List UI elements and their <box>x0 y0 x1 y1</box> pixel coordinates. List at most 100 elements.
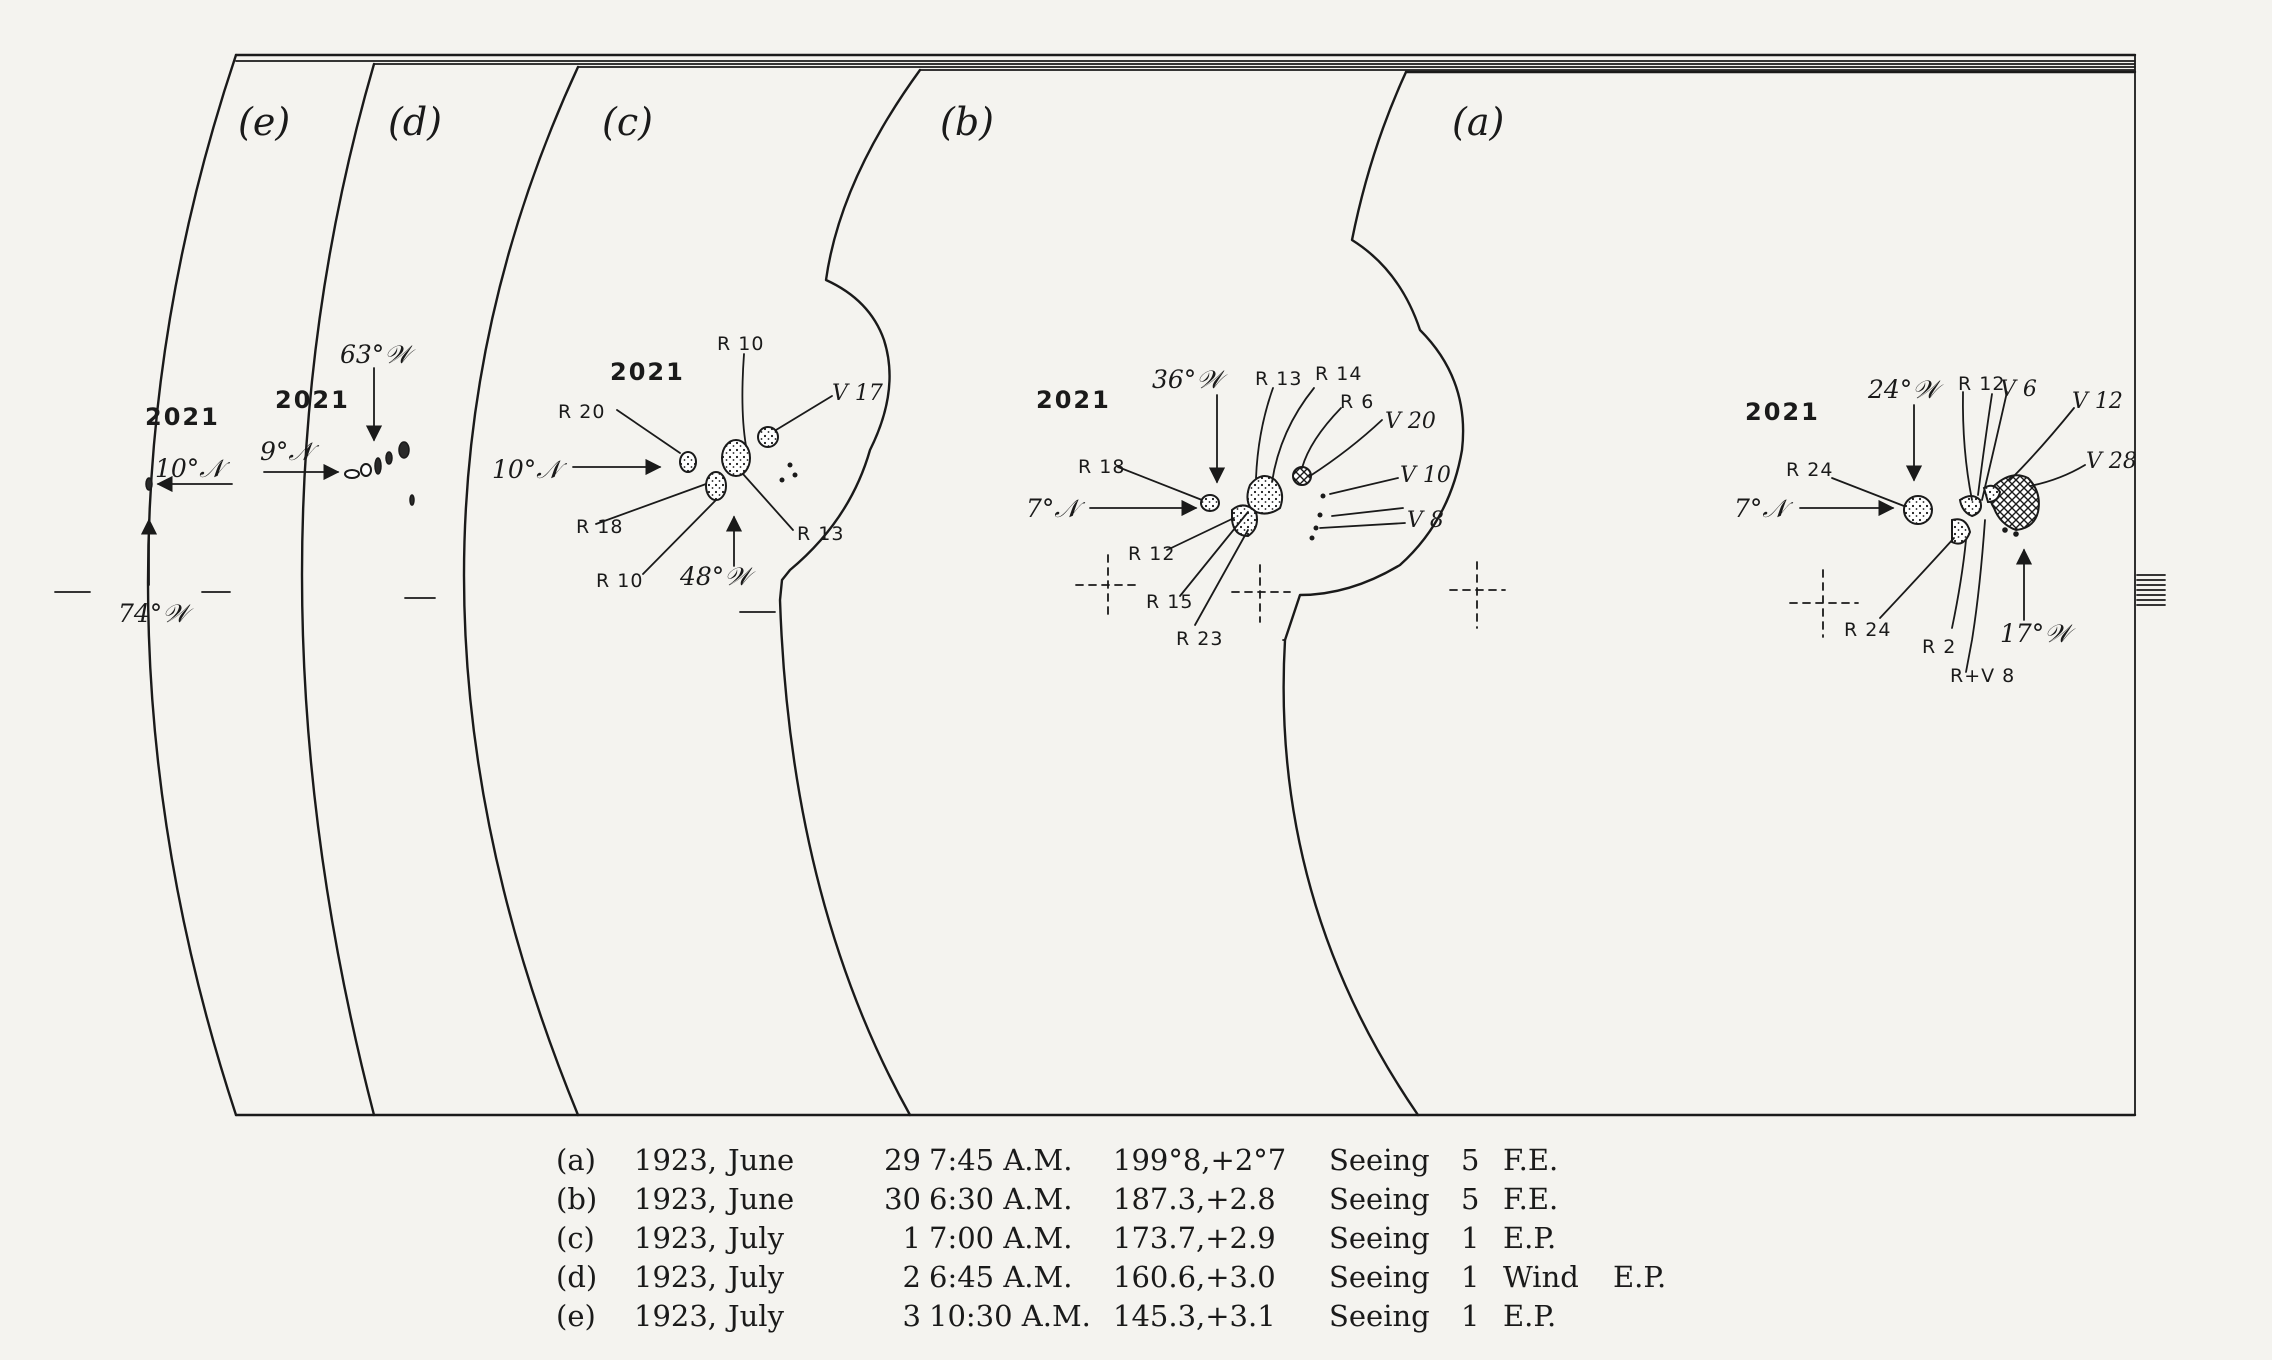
caption-month: June <box>728 1142 795 1177</box>
limb-a <box>1282 70 1465 1117</box>
caption-seeing: Seeing <box>1329 1298 1430 1333</box>
caption-id: (b) <box>556 1181 598 1216</box>
panel-label-d: (d) <box>388 100 442 144</box>
lat-label: 7°𝒩 <box>1734 494 1793 523</box>
caption-time: 7:45 A.M. <box>929 1142 1073 1177</box>
caption-id: (c) <box>556 1220 595 1255</box>
lon-label: 63°𝒲 <box>340 340 416 369</box>
caption-day: 30 <box>884 1181 921 1216</box>
caption-position: 160.6,+3.0 <box>1113 1259 1276 1294</box>
caption-position: 145.3,+3.1 <box>1113 1298 1276 1333</box>
caption-seeing-value: 1 <box>1461 1298 1480 1333</box>
caption-seeing-value: 1 <box>1461 1220 1480 1255</box>
group-number: 2021 <box>1745 398 1820 426</box>
caption-id: (e) <box>556 1298 596 1333</box>
caption-time: 6:45 A.M. <box>929 1259 1073 1294</box>
lon-label: 74°𝒲 <box>118 599 194 628</box>
caption-seeing: Seeing <box>1329 1181 1430 1216</box>
caption-row-b: (b) 1923, June 30 6:30 A.M. 187.3,+2.8 S… <box>556 1179 1666 1218</box>
caption-row-e: (e) 1923, July 3 10:30 A.M. 145.3,+3.1 S… <box>556 1296 1666 1335</box>
spot-label: R 24 <box>1786 459 1833 481</box>
panel-c-group: 2021 10°𝒩 48°𝒲 R 20 R 10 V 17 R 18 R 10 … <box>492 333 883 592</box>
caption-seeing-value: 5 <box>1461 1181 1480 1216</box>
panel-d-group: 2021 63°𝒲 9°𝒩 <box>260 340 416 506</box>
spot-label: V 6 <box>2000 377 2037 402</box>
lon-label: 36°𝒲 <box>1152 365 1228 394</box>
group-number: 2021 <box>145 403 220 431</box>
spot-label: R 10 <box>717 333 764 355</box>
panel-label-b: (b) <box>940 100 994 144</box>
panel-b-group: 2021 36°𝒲 7°𝒩 R 18 R 13 R 14 R 6 V 20 V … <box>1026 363 1506 650</box>
spot-label: R 24 <box>1844 619 1891 641</box>
spot-label: R 20 <box>558 401 605 423</box>
spot-label: V 12 <box>2072 389 2123 414</box>
spot-label: R 13 <box>797 523 844 545</box>
spot-label: R 2 <box>1922 636 1956 658</box>
caption-seeing-value: 1 <box>1461 1259 1480 1294</box>
lat-label: 10°𝒩 <box>155 454 230 483</box>
caption-wind: Wind <box>1503 1259 1579 1294</box>
caption-year: 1923, <box>634 1142 718 1177</box>
caption-year: 1923, <box>634 1298 718 1333</box>
caption-day: 3 <box>902 1298 921 1333</box>
caption-observer: E.P. <box>1503 1220 1557 1255</box>
limb-b <box>778 68 922 1117</box>
lon-label: 48°𝒲 <box>679 562 756 591</box>
limb-d <box>300 62 376 1117</box>
group-number: 2021 <box>610 358 685 386</box>
spot-label: V 17 <box>832 381 883 406</box>
caption-month: July <box>728 1298 784 1333</box>
caption-year: 1923, <box>634 1181 718 1216</box>
panel-e-group: 2021 10°𝒩 74°𝒲 <box>118 403 233 628</box>
panel-label-c: (c) <box>602 100 653 144</box>
spot-label: R 23 <box>1176 628 1223 650</box>
spot-label: R 14 <box>1315 363 1362 385</box>
caption-day: 2 <box>902 1259 921 1294</box>
caption-position: 199°8,+2°7 <box>1113 1142 1287 1177</box>
spot-label: R 15 <box>1146 591 1193 613</box>
caption-seeing: Seeing <box>1329 1142 1430 1177</box>
lat-label: 7°𝒩 <box>1026 494 1085 523</box>
caption-observer: E.P. <box>1503 1298 1557 1333</box>
caption-month: July <box>728 1259 784 1294</box>
caption-seeing-value: 5 <box>1461 1142 1480 1177</box>
spot-label: V 8 <box>1407 508 1444 533</box>
caption-row-d: (d) 1923, July 2 6:45 A.M. 160.6,+3.0 Se… <box>556 1257 1666 1296</box>
caption-observer: E.P. <box>1613 1259 1667 1294</box>
spot-label: R 10 <box>596 570 643 592</box>
caption-time: 6:30 A.M. <box>929 1181 1073 1216</box>
caption-year: 1923, <box>634 1220 718 1255</box>
caption-month: June <box>728 1181 795 1216</box>
group-number: 2021 <box>1036 386 1111 414</box>
limb-c <box>462 65 580 1117</box>
spot-label: R 13 <box>1255 368 1302 390</box>
caption-id: (a) <box>556 1142 596 1177</box>
spot-label: R+V 8 <box>1950 665 2015 687</box>
lon-label-top: 24°𝒲 <box>1867 375 1944 404</box>
panel-label-a: (a) <box>1452 100 1504 144</box>
limb-e <box>146 53 238 1117</box>
lat-label: 9°𝒩 <box>260 437 319 466</box>
caption-row-a: (a) 1923, June 29 7:45 A.M. 199°8,+2°7 S… <box>556 1140 1666 1179</box>
caption-time: 7:00 A.M. <box>929 1220 1073 1255</box>
caption-id: (d) <box>556 1259 598 1294</box>
spot-label: V 28 <box>2086 449 2137 474</box>
caption-day: 29 <box>884 1142 921 1177</box>
caption-row-c: (c) 1923, July 1 7:00 A.M. 173.7,+2.9 Se… <box>556 1218 1666 1257</box>
spot-label: R 6 <box>1340 391 1374 413</box>
caption-observer: F.E. <box>1503 1142 1559 1177</box>
lat-label: 10°𝒩 <box>492 455 567 484</box>
caption-position: 173.7,+2.9 <box>1113 1220 1276 1255</box>
spot-label: V 10 <box>1400 463 1451 488</box>
caption-observer: F.E. <box>1503 1181 1559 1216</box>
spot-label: R 12 <box>1128 543 1175 565</box>
spot-label: R 12 <box>1958 373 2005 395</box>
lon-label-bottom: 17°𝒲 <box>2000 619 2076 648</box>
panel-label-e: (e) <box>238 100 290 144</box>
panel-a-group: 2021 24°𝒲 7°𝒩 R 24 R 12 V 6 V 12 V 28 R … <box>1734 373 2137 687</box>
spot-label: R 18 <box>576 516 623 538</box>
spot-label: R 18 <box>1078 456 1125 478</box>
caption-seeing: Seeing <box>1329 1259 1430 1294</box>
spot-label: V 20 <box>1385 409 1436 434</box>
